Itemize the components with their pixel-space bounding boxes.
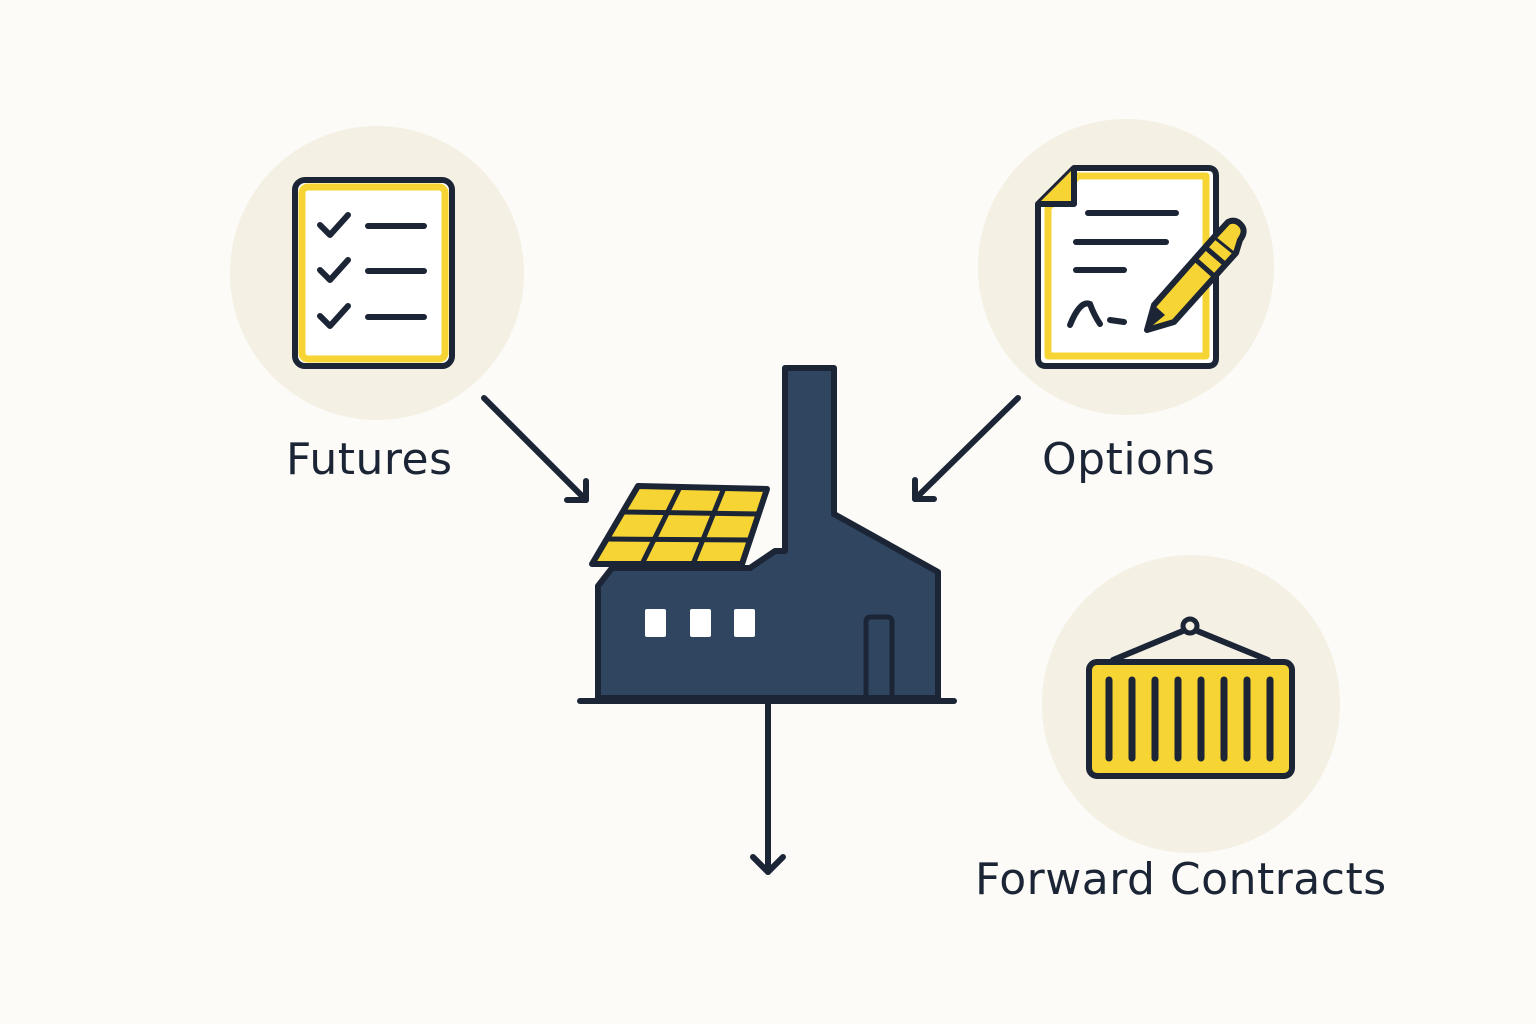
factory-window <box>734 609 755 637</box>
arrow-futures-to-factory <box>481 395 589 503</box>
signed-contract-icon <box>1035 165 1247 369</box>
factory-window <box>690 609 711 637</box>
futures-label: Futures <box>286 434 453 485</box>
pen-icon <box>1144 217 1247 333</box>
futures-node <box>230 126 524 420</box>
checklist-icon <box>292 177 455 369</box>
forward-node <box>1042 555 1340 853</box>
solar-panel-icon <box>589 483 770 567</box>
shipping-container-icon <box>1086 616 1295 779</box>
forward-contracts-label: Forward Contracts <box>975 854 1387 905</box>
arrow-factory-down <box>750 700 786 875</box>
options-node <box>978 119 1274 415</box>
solar-factory-icon <box>577 365 957 704</box>
factory-window <box>645 609 666 637</box>
factory-door <box>863 614 895 698</box>
options-label: Options <box>1042 434 1216 485</box>
arrow-options-to-factory <box>912 395 1021 502</box>
